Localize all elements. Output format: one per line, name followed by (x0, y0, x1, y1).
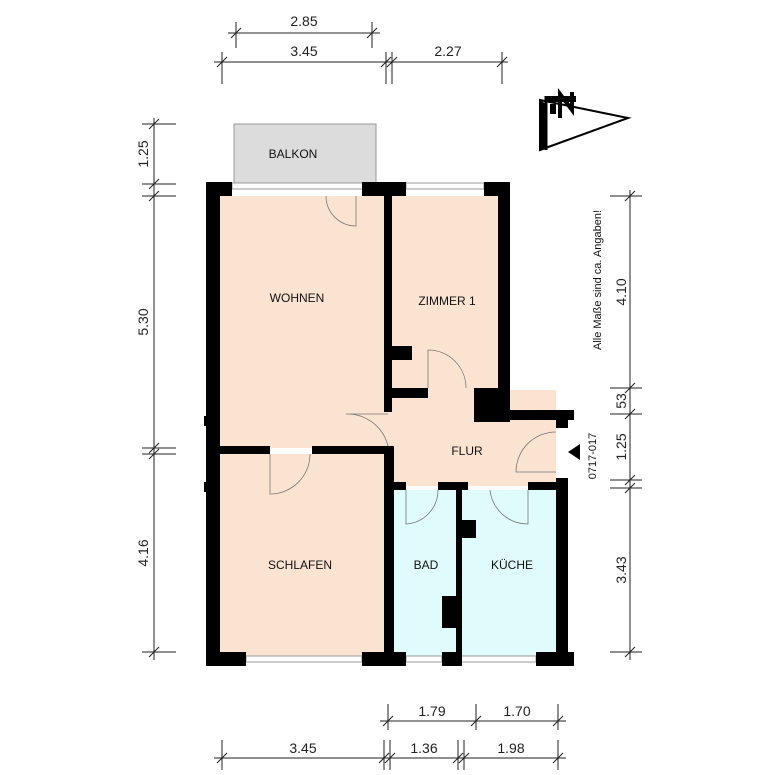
wall (498, 182, 510, 412)
walls (204, 182, 574, 666)
door-zimmer1 (427, 349, 467, 389)
wall (384, 482, 406, 490)
wall (536, 652, 574, 666)
window-schlafen (245, 655, 363, 663)
window-zimmer1 (405, 182, 485, 190)
door-wohnen (345, 413, 389, 447)
flur-area-left (220, 414, 388, 448)
doors (269, 195, 557, 525)
room-label-schlafen: SCHLAFEN (268, 558, 332, 572)
dim-left-125: 1.25 (135, 140, 151, 167)
room-label-flur: FLUR (451, 444, 483, 458)
wall (206, 182, 220, 666)
disclaimer-note: Alle Maße sind ca. Angaben! (592, 210, 604, 350)
room-labels: BALKON WOHNEN ZIMMER 1 FLUR SCHLAFEN BAD… (268, 147, 533, 572)
window-balcony-door (231, 182, 365, 190)
wall (204, 482, 208, 492)
wall (442, 652, 460, 666)
dim-bottom-170: 1.70 (503, 703, 530, 719)
door-balcony (325, 195, 357, 227)
room-label-kueche: KÜCHE (491, 558, 533, 572)
dim-top-227: 2.27 (434, 43, 461, 59)
room-label-wohnen: WOHNEN (270, 291, 325, 305)
room-label-bad: BAD (414, 558, 439, 572)
wall (462, 520, 476, 538)
dim-right-410: 4.10 (613, 278, 629, 305)
dim-left-530: 5.30 (135, 308, 151, 335)
room-fills (220, 123, 556, 656)
wall (438, 482, 468, 490)
dim-bottom-136: 1.36 (410, 740, 437, 756)
dim-top-345: 3.45 (290, 43, 317, 59)
wall (204, 416, 208, 426)
wall (220, 446, 270, 454)
door-bad (405, 489, 439, 525)
wall (312, 446, 392, 454)
kueche-area (462, 490, 556, 656)
dim-right-53: 53 (613, 393, 629, 409)
dim-bottom-198: 1.98 (497, 740, 524, 756)
window-kueche (459, 655, 537, 663)
dim-top-285: 2.85 (290, 13, 317, 29)
plan-id: 0717-017 (587, 433, 599, 480)
wall (556, 410, 568, 428)
dim-left-416: 4.16 (135, 539, 151, 566)
zimmer1-area (392, 196, 498, 390)
wohnen-area (220, 196, 388, 448)
window-bad (405, 655, 443, 663)
wall (528, 482, 568, 490)
room-label-zimmer1: ZIMMER 1 (418, 294, 476, 308)
bad-area (394, 490, 456, 656)
wall (206, 652, 246, 666)
dim-bottom-345: 3.45 (289, 740, 316, 756)
dim-right-125: 1.25 (613, 433, 629, 460)
room-label-balkon: BALKON (269, 147, 318, 161)
dim-bottom-179: 1.79 (418, 703, 445, 719)
door-kueche (489, 489, 529, 525)
dimension-lines (142, 22, 642, 770)
flur-area (388, 390, 556, 486)
wall (392, 388, 428, 398)
door-schlafen (269, 453, 311, 495)
door-entrance (515, 431, 557, 473)
dim-right-343: 3.43 (613, 556, 629, 583)
dimension-labels: 2.85 3.45 2.27 1.25 5.30 4.16 4.10 53 1.… (135, 13, 629, 756)
wall (384, 182, 392, 412)
wall (442, 596, 458, 628)
schlafen-area (220, 454, 388, 656)
entrance-triangle-icon (568, 444, 580, 460)
wall (456, 482, 462, 666)
wall (384, 446, 394, 666)
wall (498, 410, 574, 420)
wall (556, 478, 568, 666)
balcony-area (233, 123, 377, 185)
north-arrow-icon (539, 88, 632, 152)
wall (392, 346, 412, 360)
